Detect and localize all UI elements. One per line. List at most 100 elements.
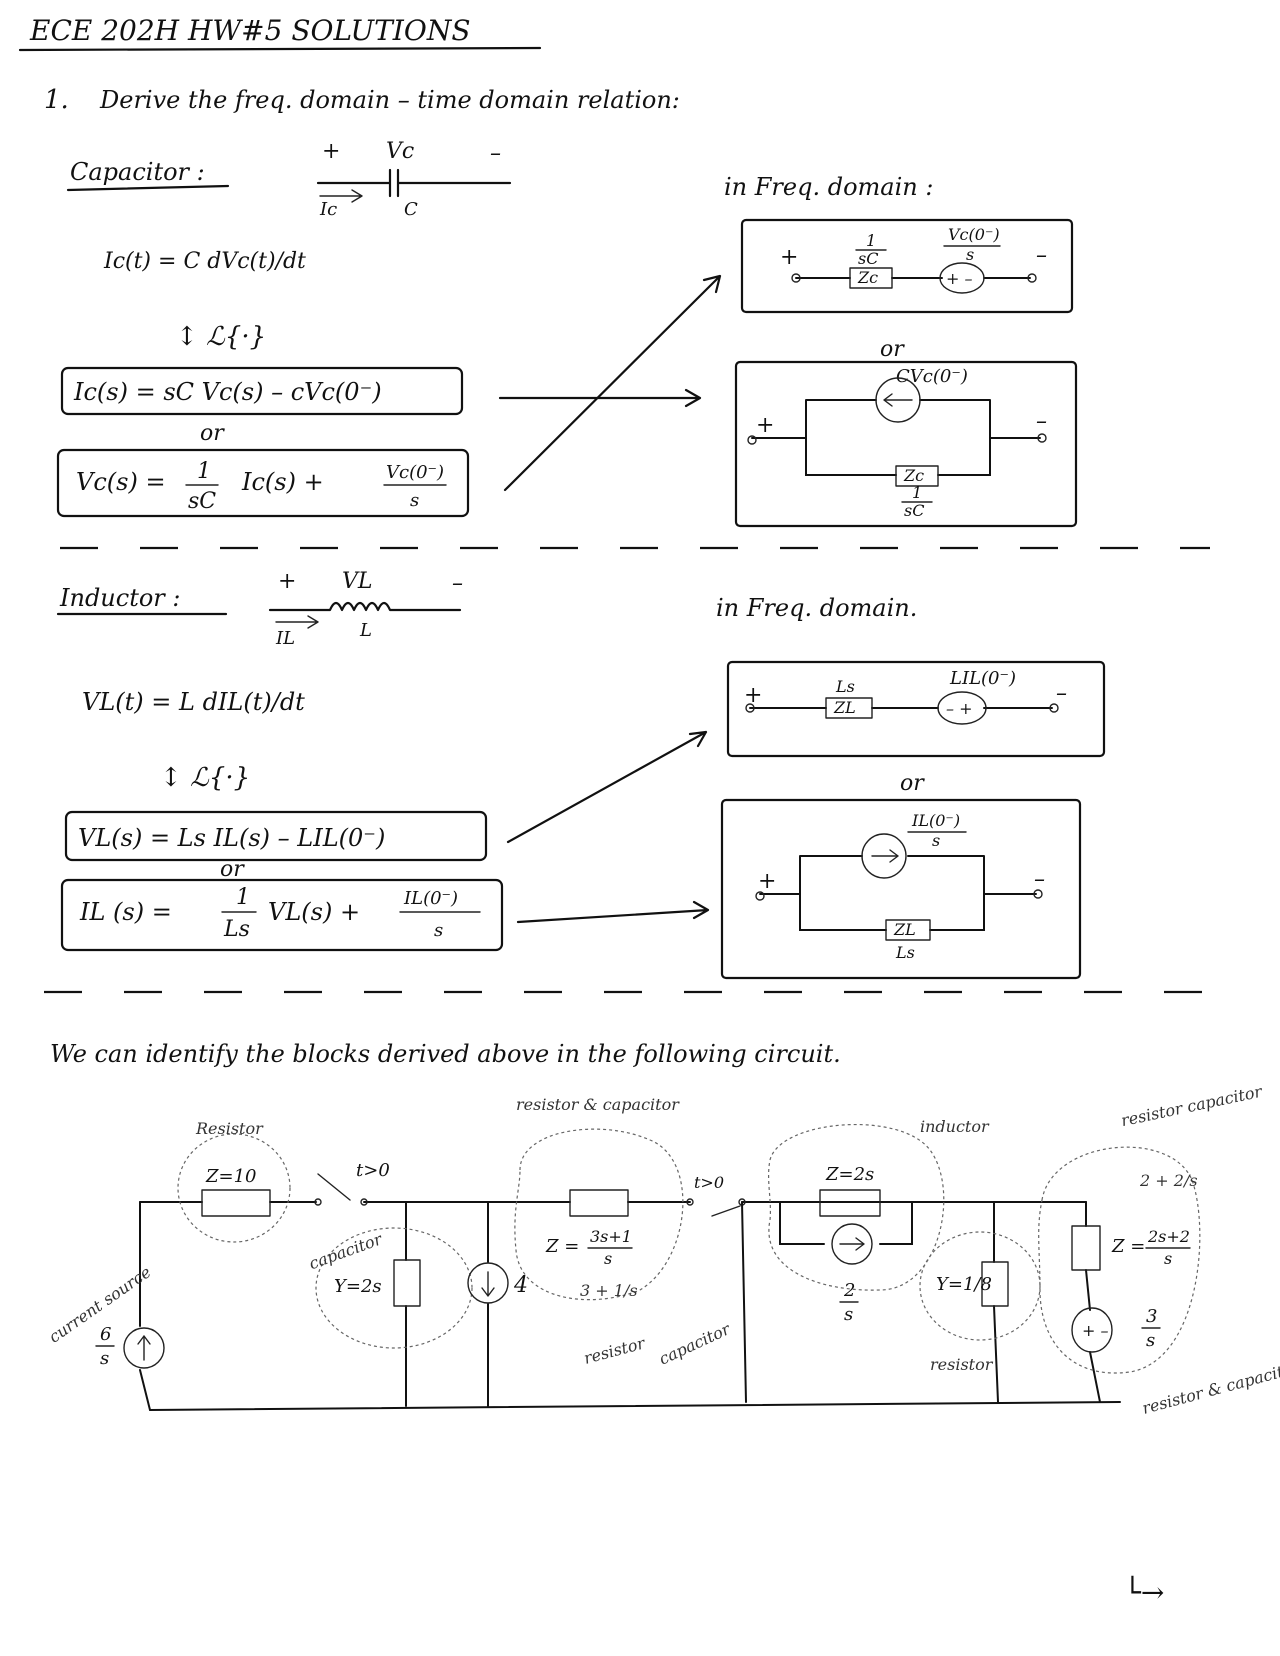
ind-box1-plus: + xyxy=(744,683,762,708)
ind-voltage-label: VL xyxy=(342,569,373,594)
cap-box1-z-tag: Zc xyxy=(857,268,878,287)
lbl-src2-den: s xyxy=(844,1304,853,1325)
ind-eq2-frac-num: IL(0⁻) xyxy=(403,888,458,909)
lbl-rc-header: resistor & capacitor xyxy=(516,1095,680,1114)
cap-arrow-to-box1 xyxy=(503,274,722,492)
cap-freq-box-parallel: CVc(0⁻) Zc 1 sC + – xyxy=(734,360,1078,528)
cap-current-label: Ic xyxy=(319,199,337,220)
lbl-switch1: t>0 xyxy=(356,1160,390,1181)
cap-box1-minus: – xyxy=(1036,243,1047,268)
problem-statement: Derive the freq. domain – time domain re… xyxy=(99,86,680,114)
lbl-z-right-num: 2s+2 xyxy=(1147,1227,1190,1246)
ind-box1-minus: – xyxy=(1056,681,1067,706)
cap-eq2-mid: Ic(s) + xyxy=(241,468,324,496)
ind-or: or xyxy=(220,857,245,882)
cap-box1-plus: + xyxy=(780,245,798,270)
ind-element-label: L xyxy=(359,620,372,641)
lbl-capacitor-note: capacitor xyxy=(656,1319,734,1369)
cap-box1-src-pm: + – xyxy=(946,269,973,288)
lbl-resistor-right: resistor xyxy=(930,1355,994,1374)
lbl-src2-num: 2 xyxy=(843,1280,855,1301)
lbl-z-right: Z = xyxy=(1111,1236,1145,1257)
ind-box-or: or xyxy=(900,771,925,796)
inductor-label: Inductor : xyxy=(59,584,180,612)
cap-current-arrow xyxy=(319,189,363,203)
cap-box2-z-tag: Zc xyxy=(903,466,924,485)
lbl-v3-num: 3 xyxy=(1146,1306,1157,1327)
lbl-inductor: inductor xyxy=(920,1117,990,1136)
cap-box2-minus: – xyxy=(1036,409,1047,434)
cap-box1-src-num: Vc(0⁻) xyxy=(948,225,1000,244)
cap-eq2-num: 1 xyxy=(197,459,211,484)
ind-box2-minus: – xyxy=(1034,867,1045,892)
lbl-src-den: s xyxy=(100,1348,109,1369)
ind-freq-label: in Freq. domain. xyxy=(716,594,917,622)
cap-minus-sign: – xyxy=(490,141,501,166)
turn-page-mark: └→ xyxy=(1124,1575,1164,1609)
cap-box2-z-num: 1 xyxy=(912,483,922,502)
cap-or: or xyxy=(200,421,225,446)
cap-box1-z-den: sC xyxy=(858,249,878,268)
ind-box1-z-val: Ls xyxy=(835,677,855,696)
ind-eq2-den: Ls xyxy=(223,917,250,942)
lbl-z-rc-split: 3 + 1/s xyxy=(580,1281,638,1300)
ind-box1-src-pm: – + xyxy=(946,699,973,718)
title-underline xyxy=(18,46,542,52)
lbl-z-rc: Z = xyxy=(545,1236,579,1257)
lbl-isrc4: 4 xyxy=(513,1273,528,1298)
ind-eq2-left: IL (s) = xyxy=(79,898,172,926)
ind-box2-z-tag: ZL xyxy=(893,920,916,939)
ind-eq1-box xyxy=(64,810,488,862)
ind-arrow-to-box1 xyxy=(506,730,708,844)
lbl-z10: Z=10 xyxy=(205,1166,257,1187)
ind-box2-src-den: s xyxy=(932,831,940,850)
lbl-vsrc-pm: + – xyxy=(1082,1321,1109,1340)
cap-eq2-left: Vc(s) = xyxy=(76,468,166,496)
lbl-z-split: 2 + 2/s xyxy=(1139,1171,1198,1190)
cap-box1-z-num: 1 xyxy=(866,231,876,250)
lbl-resistor-capacitor-bottom: resistor & capacitor xyxy=(1140,1357,1280,1418)
ind-minus-sign: – xyxy=(452,571,463,596)
cap-freq-label: in Freq. domain : xyxy=(724,173,933,201)
ind-transform: ↕ ℒ{·} xyxy=(160,763,250,793)
ind-box1-src: LIL(0⁻) xyxy=(949,668,1016,689)
ind-eq2-frac-den: s xyxy=(434,920,443,941)
lbl-z-rc-num: 3s+1 xyxy=(590,1227,632,1246)
cap-box1-src-den: s xyxy=(966,245,974,264)
lbl-z-right-den: s xyxy=(1164,1249,1172,1268)
lbl-y18: Y=1/8 xyxy=(936,1274,992,1295)
ind-time-equation: VL(t) = L dIL(t)/dt xyxy=(82,688,305,716)
lbl-capacitor: capacitor xyxy=(306,1229,385,1273)
cap-eq2-box xyxy=(56,448,470,518)
capacitor-symbol: + Vc – Ic C xyxy=(316,139,512,220)
cap-element-label: C xyxy=(404,199,418,220)
ind-eq2-mid: VL(s) + xyxy=(268,898,360,926)
lbl-z-rc-den: s xyxy=(604,1249,612,1268)
ind-arrow-to-box2 xyxy=(516,900,710,924)
cap-eq1-box xyxy=(60,366,464,416)
cap-voltage-label: Vc xyxy=(386,139,414,164)
cap-eq1: Ic(s) = sC Vc(s) – cVc(0⁻) xyxy=(73,378,382,406)
lbl-resistor-note: resistor xyxy=(582,1333,648,1368)
ind-eq1: VL(s) = Ls IL(s) – LIL(0⁻) xyxy=(78,824,385,852)
lbl-resistor-top: Resistor xyxy=(195,1119,264,1138)
ind-current-arrow xyxy=(275,615,319,629)
cap-transform: ↕ ℒ{·} xyxy=(176,322,266,352)
cap-freq-box-series: + – Zc 1 sC + – Vc(0⁻) s xyxy=(740,218,1074,314)
cap-eq2-frac-num: Vc(0⁻) xyxy=(386,462,444,483)
cap-time-equation: Ic(t) = C dVc(t)/dt xyxy=(103,249,306,274)
ind-current-label: IL xyxy=(275,628,295,649)
cap-arrow-to-box2 xyxy=(498,388,702,408)
circuit-intro: We can identify the blocks derived above… xyxy=(50,1040,841,1068)
ind-plus-sign: + xyxy=(278,569,296,594)
lbl-y2s: Y=2s xyxy=(334,1276,382,1297)
page-title: ECE 202H HW#5 SOLUTIONS xyxy=(29,14,471,47)
capacitor-label: Capacitor : xyxy=(70,158,205,186)
lbl-switch2: t>0 xyxy=(694,1173,724,1192)
ind-box1-z-tag: ZL xyxy=(833,698,856,717)
lbl-src-num: 6 xyxy=(100,1324,111,1345)
ind-box2-plus: + xyxy=(758,869,776,894)
lbl-v3-den: s xyxy=(1146,1330,1155,1351)
ind-box2-src-num: IL(0⁻) xyxy=(911,811,960,830)
